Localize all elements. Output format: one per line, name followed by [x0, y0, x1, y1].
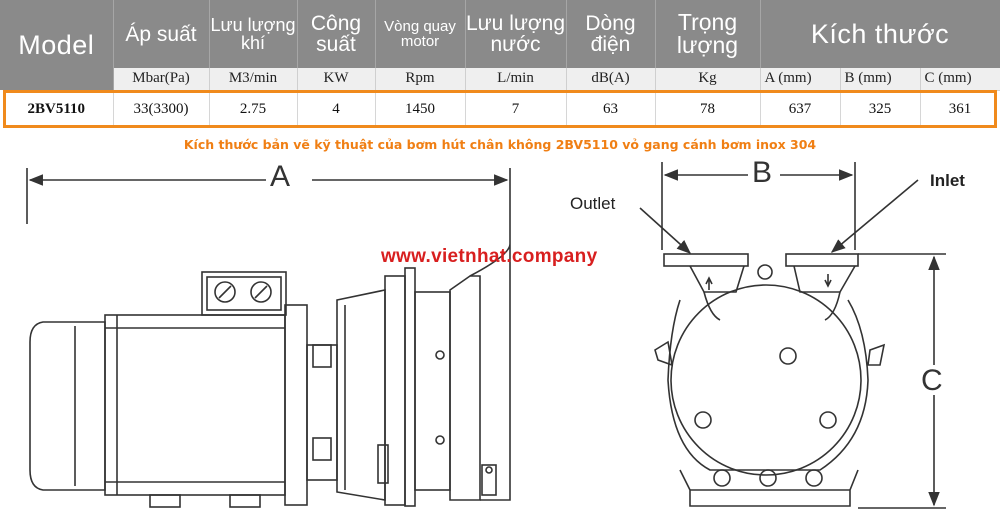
- front-view: [639, 162, 946, 509]
- dim-label-a: A: [270, 160, 291, 193]
- cell-dim-c: 361: [920, 90, 1000, 128]
- cell-water-flow: 7: [465, 90, 567, 128]
- table-header-row: Model Áp suất Lưu lượng khí Công suất Vò…: [0, 0, 1000, 90]
- unit-dim-b: B (mm): [840, 68, 921, 91]
- website-watermark: www.vietnhat.company: [381, 246, 598, 267]
- header-model: Model: [0, 0, 114, 90]
- unit-gas-flow: M3/min: [209, 68, 298, 91]
- header-speed: Vòng quay motor: [375, 0, 466, 68]
- header-water-flow: Lưu lượng nước: [465, 0, 567, 68]
- unit-speed: Rpm: [375, 68, 466, 91]
- drawing-caption: Kích thước bản vẽ kỹ thuật của bơm hút c…: [183, 137, 817, 152]
- cell-speed: 1450: [375, 90, 466, 128]
- header-power: Công suất: [297, 0, 376, 68]
- dim-label-c: C: [921, 364, 943, 397]
- cell-power: 4: [297, 90, 376, 128]
- cell-dim-a: 637: [760, 90, 841, 128]
- dim-label-b: B: [752, 156, 773, 189]
- cell-dim-b: 325: [840, 90, 921, 128]
- cell-model: 2BV5110: [0, 90, 114, 128]
- table-unit-row: Mbar(Pa) M3/min KW Rpm L/min dB(A) Kg A …: [0, 68, 1000, 91]
- unit-power: KW: [297, 68, 376, 91]
- unit-pressure: Mbar(Pa): [113, 68, 210, 91]
- header-gas-flow: Lưu lượng khí: [209, 0, 298, 68]
- side-view: [26, 168, 511, 508]
- unit-current: dB(A): [566, 68, 656, 91]
- unit-dim-a: A (mm): [760, 68, 841, 91]
- header-dimensions: Kích thước: [760, 0, 1000, 68]
- spec-table: Model Áp suất Lưu lượng khí Công suất Vò…: [0, 0, 1000, 128]
- cell-current: 63: [566, 90, 656, 128]
- inlet-label: Inlet: [930, 171, 965, 190]
- unit-water-flow: L/min: [465, 68, 567, 91]
- unit-weight: Kg: [655, 68, 761, 91]
- header-pressure: Áp suất: [113, 0, 210, 68]
- cell-pressure: 33(3300): [113, 90, 210, 128]
- cell-weight: 78: [655, 90, 761, 128]
- header-weight: Trọng lượng: [655, 0, 761, 68]
- table-row: 2BV5110 33(3300) 2.75 4 1450 7 63 78 637…: [0, 90, 1000, 128]
- outlet-label: Outlet: [570, 194, 616, 213]
- header-current: Dòng điện: [566, 0, 656, 68]
- cell-gas-flow: 2.75: [209, 90, 298, 128]
- unit-dim-c: C (mm): [920, 68, 1000, 91]
